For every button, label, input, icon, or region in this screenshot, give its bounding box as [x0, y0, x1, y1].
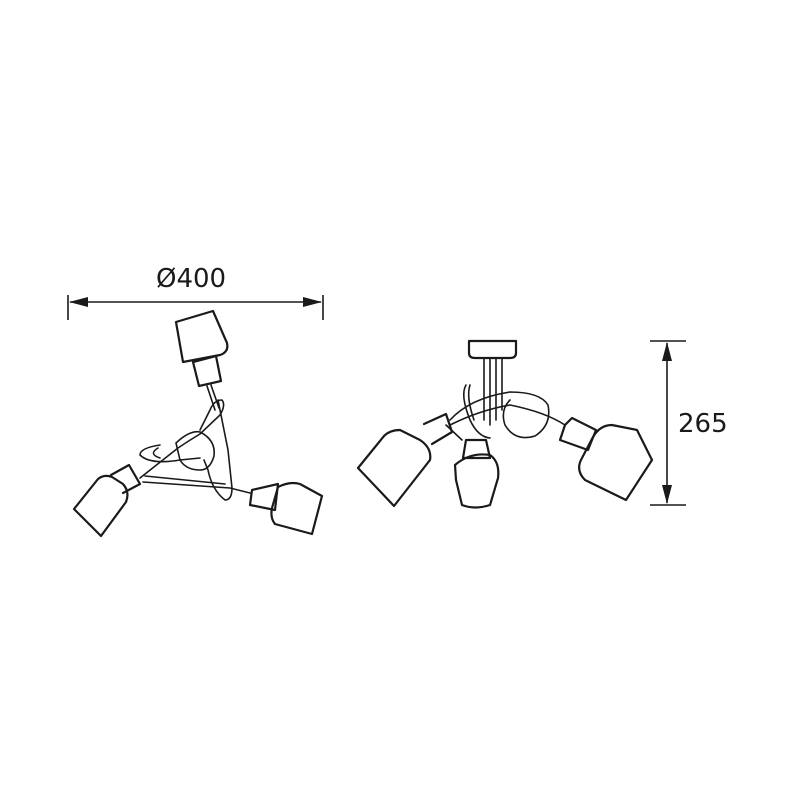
socket-left [109, 463, 142, 495]
shade-right-side [578, 423, 654, 502]
lamp-top-view [72, 309, 324, 538]
shade-center-side [453, 453, 500, 509]
diameter-label: Ø400 [156, 264, 227, 294]
shade-left-side [356, 428, 432, 508]
socket-center-side [461, 438, 492, 460]
socket-right-side [558, 416, 598, 452]
socket-top [191, 354, 223, 388]
lamp-side-view [356, 339, 654, 509]
socket-left-side [422, 412, 454, 446]
shade-top [174, 309, 229, 364]
shade-left [72, 474, 129, 538]
height-dimension-line [650, 340, 686, 506]
ceiling-canopy [467, 339, 518, 360]
shade-right [270, 481, 324, 536]
socket-right [248, 482, 280, 512]
diameter-dimension-line [67, 295, 324, 320]
height-label: 265 [678, 409, 728, 439]
